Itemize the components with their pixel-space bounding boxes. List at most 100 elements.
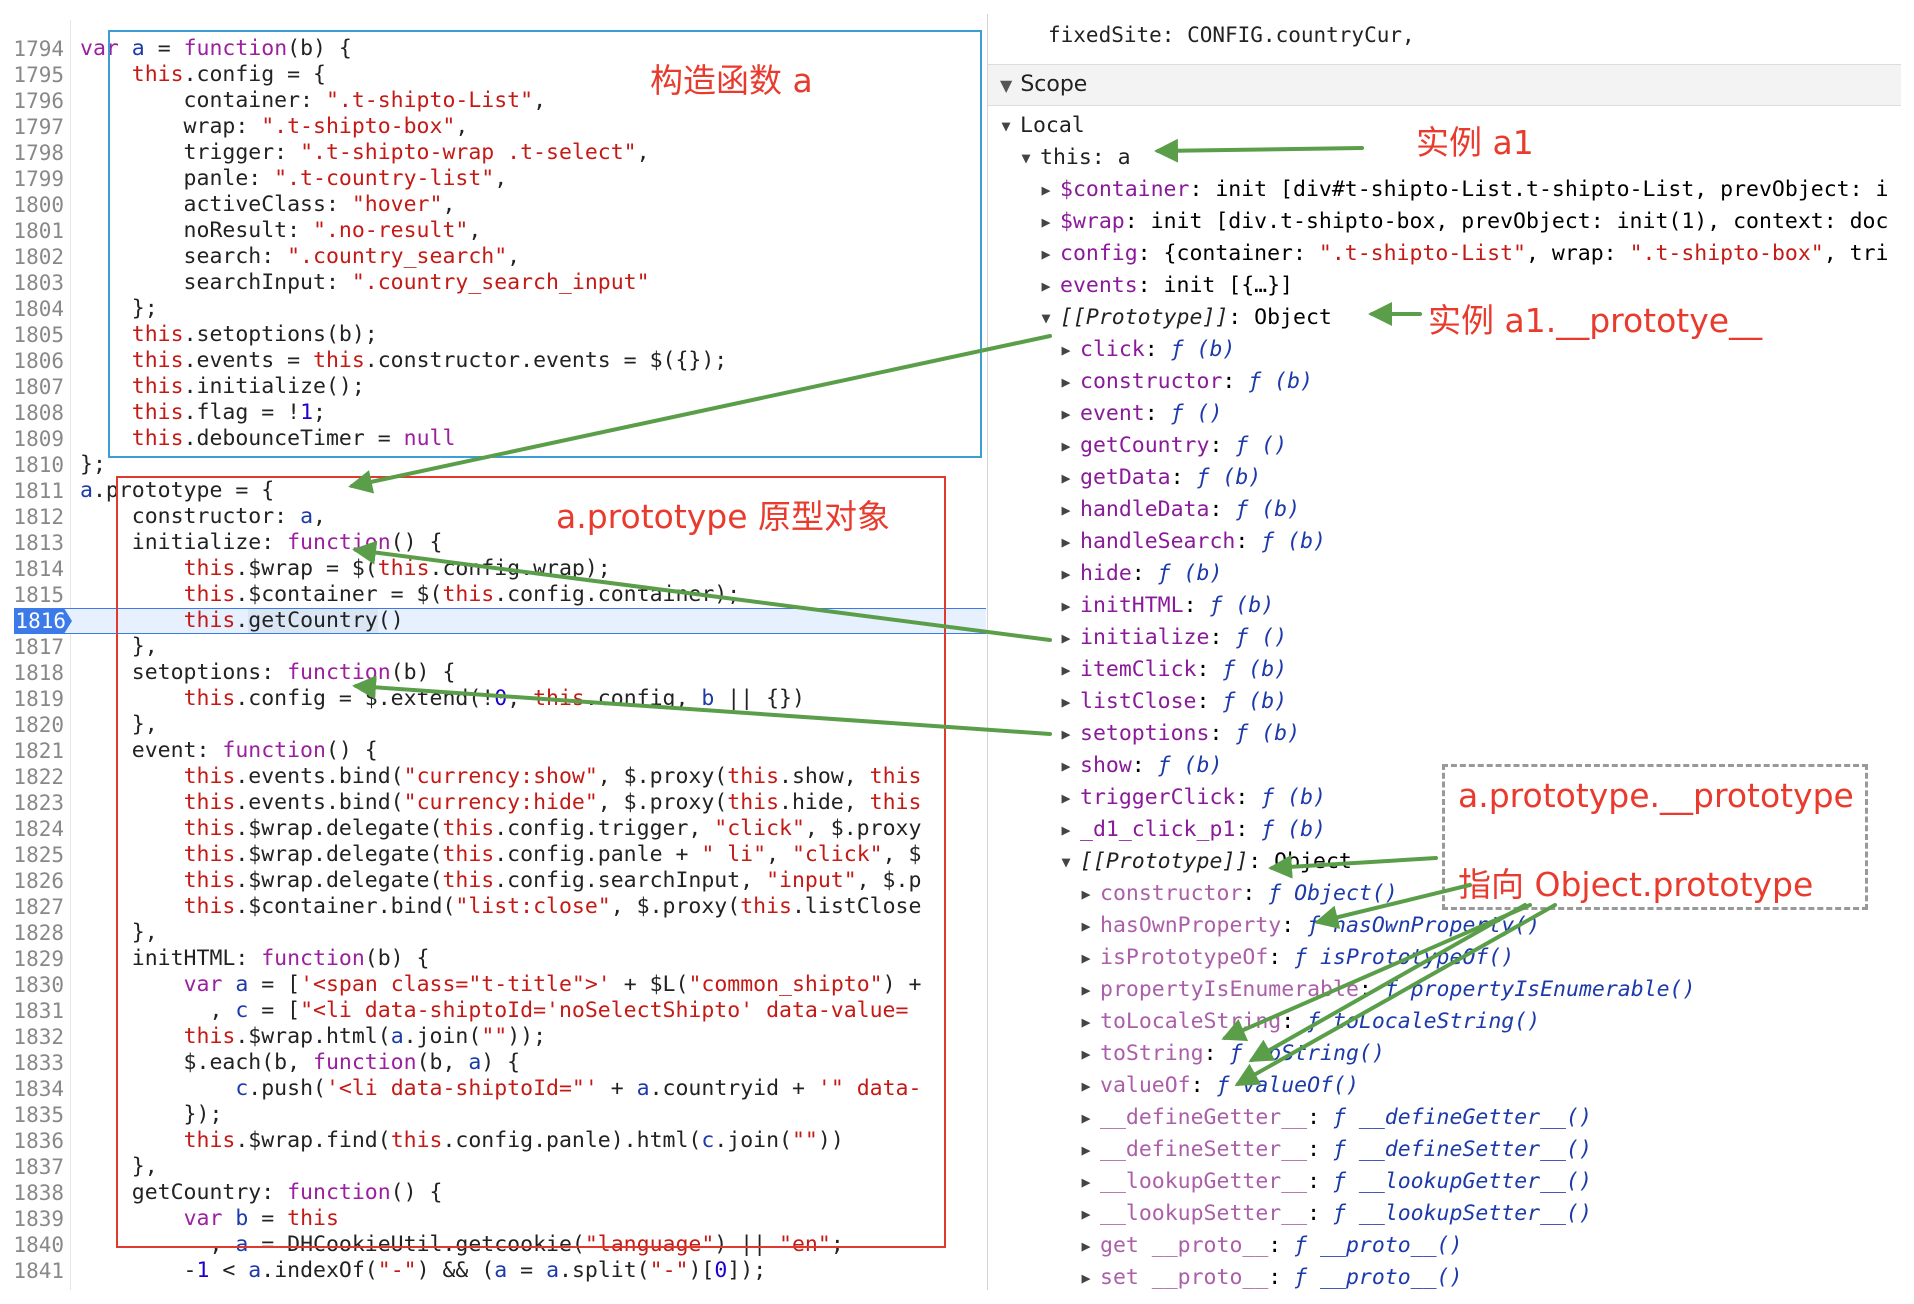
code-line[interactable]: 1829 initHTML: function(b) { <box>14 946 986 972</box>
expand-right-icon[interactable]: ▶ <box>1061 629 1071 647</box>
code-line[interactable]: 1828 }, <box>14 920 986 946</box>
code-line[interactable]: 1808 this.flag = !1; <box>14 400 986 426</box>
expand-right-icon[interactable]: ▶ <box>1081 1077 1091 1095</box>
scope-tree-item[interactable]: ▼[[Prototype]]: Object <box>988 302 1901 334</box>
scope-tree-item[interactable]: ▶constructor: ƒ (b) <box>988 366 1901 398</box>
expand-right-icon[interactable]: ▶ <box>1061 533 1071 551</box>
code-line[interactable]: 1803 searchInput: ".country_search_input… <box>14 270 986 296</box>
expand-right-icon[interactable]: ▶ <box>1061 693 1071 711</box>
line-number[interactable]: 1819 <box>14 687 64 711</box>
expand-right-icon[interactable]: ▶ <box>1081 1205 1091 1223</box>
expand-right-icon[interactable]: ▶ <box>1081 1013 1091 1031</box>
line-number[interactable]: 1832 <box>14 1025 64 1049</box>
expand-right-icon[interactable]: ▶ <box>1081 981 1091 999</box>
line-number[interactable]: 1806 <box>14 349 64 373</box>
expand-right-icon[interactable]: ▶ <box>1061 341 1071 359</box>
line-number[interactable]: 1807 <box>14 375 64 399</box>
scope-tree-item[interactable]: ▶__lookupSetter__: ƒ __lookupSetter__() <box>988 1198 1901 1230</box>
code-line[interactable]: 1809 this.debounceTimer = null <box>14 426 986 452</box>
line-number[interactable]: 1822 <box>14 765 64 789</box>
expand-right-icon[interactable]: ▶ <box>1081 1045 1091 1063</box>
line-number[interactable]: 1839 <box>14 1207 64 1231</box>
scope-tree-item[interactable]: ▶toLocaleString: ƒ toLocaleString() <box>988 1006 1901 1038</box>
expand-right-icon[interactable]: ▶ <box>1061 757 1071 775</box>
line-number[interactable]: 1833 <box>14 1051 64 1075</box>
code-line[interactable]: 1818 setoptions: function(b) { <box>14 660 986 686</box>
scope-tree-item[interactable]: ▶propertyIsEnumerable: ƒ propertyIsEnume… <box>988 974 1901 1006</box>
code-line[interactable]: 1836 this.$wrap.find(this.config.panle).… <box>14 1128 986 1154</box>
code-line[interactable]: 1797 wrap: ".t-shipto-box", <box>14 114 986 140</box>
code-line[interactable]: 1817 }, <box>14 634 986 660</box>
scope-tree-item[interactable]: ▶getData: ƒ (b) <box>988 462 1901 494</box>
expand-right-icon[interactable]: ▶ <box>1061 821 1071 839</box>
line-number[interactable]: 1801 <box>14 219 64 243</box>
code-line-paused[interactable]: 1816 this.getCountry() <box>14 608 986 634</box>
code-line[interactable]: 1814 this.$wrap = $(this.config.wrap); <box>14 556 986 582</box>
code-line[interactable]: 1805 this.setoptions(b); <box>14 322 986 348</box>
expand-right-icon[interactable]: ▶ <box>1061 437 1071 455</box>
code-line[interactable]: 1830 var a = ['<span class="t-title">' +… <box>14 972 986 998</box>
code-line[interactable]: 1810}; <box>14 452 986 478</box>
scope-tree-item[interactable]: ▶__lookupGetter__: ƒ __lookupGetter__() <box>988 1166 1901 1198</box>
scope-tree-item[interactable]: ▶show: ƒ (b) <box>988 750 1901 782</box>
scope-tree-item[interactable]: ▶getCountry: ƒ () <box>988 430 1901 462</box>
expand-right-icon[interactable]: ▶ <box>1061 661 1071 679</box>
scope-tree-item[interactable]: ▼this: a <box>988 142 1901 174</box>
scope-tree-item[interactable]: ▶config: {container: ".t-shipto-List", w… <box>988 238 1901 270</box>
code-line[interactable]: 1796 container: ".t-shipto-List", <box>14 88 986 114</box>
line-number[interactable]: 1827 <box>14 895 64 919</box>
line-number[interactable]: 1837 <box>14 1155 64 1179</box>
line-number[interactable]: 1835 <box>14 1103 64 1127</box>
line-number[interactable]: 1810 <box>14 453 64 477</box>
code-line[interactable]: 1826 this.$wrap.delegate(this.config.sea… <box>14 868 986 894</box>
code-line[interactable]: 1835 }); <box>14 1102 986 1128</box>
scope-tree-item[interactable]: ▶handleData: ƒ (b) <box>988 494 1901 526</box>
line-number[interactable]: 1821 <box>14 739 64 763</box>
expand-down-icon[interactable]: ▼ <box>1001 117 1011 135</box>
expand-right-icon[interactable]: ▶ <box>1081 885 1091 903</box>
scope-tree-item[interactable]: ▶hasOwnProperty: ƒ hasOwnProperty() <box>988 910 1901 942</box>
expand-right-icon[interactable]: ▶ <box>1041 181 1051 199</box>
expand-right-icon[interactable]: ▶ <box>1061 789 1071 807</box>
line-number[interactable]: 1834 <box>14 1077 64 1101</box>
line-number[interactable]: 1823 <box>14 791 64 815</box>
code-line[interactable]: 1823 this.events.bind("currency:hide", $… <box>14 790 986 816</box>
line-number[interactable]: 1831 <box>14 999 64 1023</box>
line-number[interactable]: 1809 <box>14 427 64 451</box>
line-number[interactable]: 1798 <box>14 141 64 165</box>
scope-tree-item[interactable]: ▶events: init [{…}] <box>988 270 1901 302</box>
line-number[interactable]: 1804 <box>14 297 64 321</box>
line-number[interactable]: 1830 <box>14 973 64 997</box>
code-line[interactable]: 1834 c.push('<li data-shiptoId="' + a.co… <box>14 1076 986 1102</box>
expand-right-icon[interactable]: ▶ <box>1061 597 1071 615</box>
code-line[interactable]: 1799 panle: ".t-country-list", <box>14 166 986 192</box>
line-number[interactable]: 1794 <box>14 37 64 61</box>
scope-tree-item[interactable]: ▶initialize: ƒ () <box>988 622 1901 654</box>
scope-tree-item[interactable]: ▶listClose: ƒ (b) <box>988 686 1901 718</box>
line-number[interactable]: 1841 <box>14 1259 64 1283</box>
line-number[interactable]: 1811 <box>14 479 64 503</box>
line-number[interactable]: 1826 <box>14 869 64 893</box>
line-number[interactable]: 1815 <box>14 583 64 607</box>
line-number[interactable]: 1812 <box>14 505 64 529</box>
code-line[interactable]: 1839 var b = this <box>14 1206 986 1232</box>
line-number[interactable]: 1814 <box>14 557 64 581</box>
scope-tree-item[interactable]: ▶handleSearch: ƒ (b) <box>988 526 1901 558</box>
scope-tree-item[interactable]: ▶__defineGetter__: ƒ __defineGetter__() <box>988 1102 1901 1134</box>
code-line[interactable]: 1831 , c = ["<li data-shiptoId='noSelect… <box>14 998 986 1024</box>
expand-right-icon[interactable]: ▶ <box>1081 1237 1091 1255</box>
scope-tree-item[interactable]: ▶set __proto__: ƒ __proto__() <box>988 1262 1901 1290</box>
expand-right-icon[interactable]: ▶ <box>1081 1269 1091 1287</box>
expand-down-icon[interactable]: ▼ <box>1021 149 1031 167</box>
expand-right-icon[interactable]: ▶ <box>1041 213 1051 231</box>
code-line[interactable]: 1824 this.$wrap.delegate(this.config.tri… <box>14 816 986 842</box>
scope-tree-item[interactable]: ▶_d1_click_p1: ƒ (b) <box>988 814 1901 846</box>
line-number[interactable]: 1818 <box>14 661 64 685</box>
expand-right-icon[interactable]: ▶ <box>1061 565 1071 583</box>
code-line[interactable]: 1802 search: ".country_search", <box>14 244 986 270</box>
scope-tree-item[interactable]: ▶toString: ƒ toString() <box>988 1038 1901 1070</box>
line-number[interactable]: 1808 <box>14 401 64 425</box>
scope-tree-item[interactable]: ▶__defineSetter__: ƒ __defineSetter__() <box>988 1134 1901 1166</box>
